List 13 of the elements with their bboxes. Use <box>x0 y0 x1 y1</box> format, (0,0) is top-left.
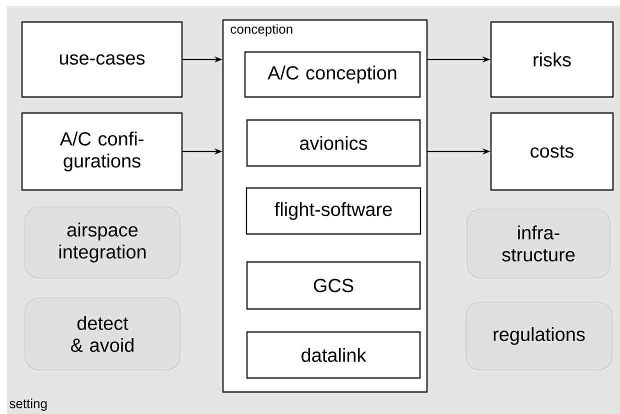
rounded-box: detect & avoid <box>24 298 180 370</box>
process-box: use-cases <box>21 21 183 98</box>
process-box: A/C conception <box>244 51 421 98</box>
rounded-box: regulations <box>466 302 612 370</box>
process-box: flight-software <box>246 187 422 235</box>
process-box: risks <box>490 21 614 98</box>
process-box: datalink <box>246 331 421 379</box>
rounded-box: airspace integration <box>24 206 180 278</box>
process-box: GCS <box>246 261 421 310</box>
rounded-box: infra- structure <box>466 208 610 278</box>
process-box: avionics <box>246 119 421 167</box>
process-box: costs <box>490 112 614 191</box>
process-box: A/C confi- gurations <box>21 112 183 191</box>
